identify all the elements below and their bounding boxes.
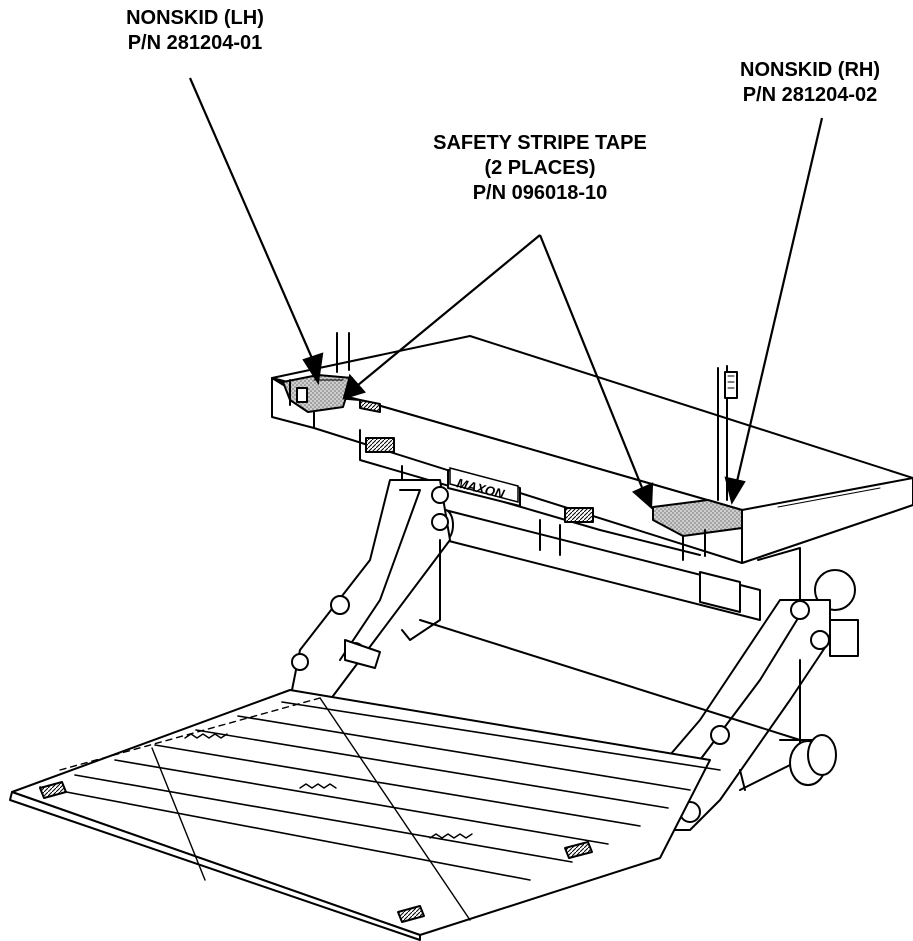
leader-tape-rh <box>538 234 647 496</box>
callout-nonskid-lh-title: NONSKID (LH) <box>126 7 264 29</box>
safety-stripe-lh <box>359 399 381 413</box>
callout-nonskid-rh-title: NONSKID (RH) <box>740 59 880 81</box>
arrowhead-tape-rh <box>631 482 654 510</box>
callout-nonskid-lh-part: P/N 281204-01 <box>127 32 263 54</box>
lh-lift-arms <box>289 479 451 701</box>
callout-safety-tape: SAFETY STRIPE TAPE (2 PLACES) P/N 096018… <box>380 131 700 206</box>
callout-safety-tape-part: P/N 096018-10 <box>472 182 608 204</box>
callout-nonskid-rh-part: P/N 281204-02 <box>742 84 878 106</box>
leader-lines <box>188 77 824 510</box>
platform <box>9 689 721 941</box>
leader-tape-lh <box>351 234 541 391</box>
arrowhead-tape-lh <box>342 373 366 400</box>
arrowhead-nonskid-rh <box>724 476 746 505</box>
roller <box>419 619 837 776</box>
bed-extension <box>271 332 913 564</box>
nonskid-rh-pad <box>652 499 743 561</box>
nonskid-lh-pad <box>282 374 353 413</box>
arrowhead-nonskid-lh <box>302 352 324 386</box>
callout-nonskid-rh: NONSKID (RH) P/N 281204-02 <box>700 58 913 108</box>
callout-safety-tape-qty: (2 PLACES) <box>484 157 596 179</box>
callout-nonskid-lh: NONSKID (LH) P/N 281204-01 <box>75 6 315 56</box>
leader-nonskid-rh <box>733 117 824 491</box>
leader-nonskid-lh <box>188 77 320 373</box>
platform-markings <box>184 733 473 839</box>
callout-safety-tape-title: SAFETY STRIPE TAPE <box>433 132 647 154</box>
